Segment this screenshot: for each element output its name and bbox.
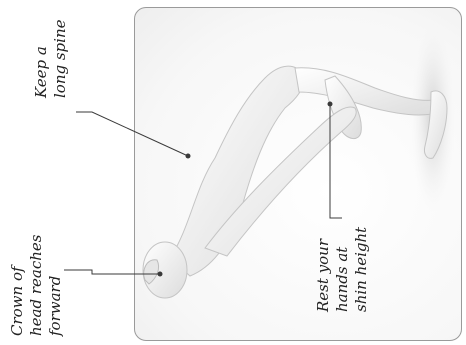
- head-leader: [64, 270, 160, 274]
- hands-leader: [330, 104, 342, 218]
- spine-dot: [186, 154, 191, 159]
- label-hands: Rest your hands at shin height: [314, 227, 371, 312]
- label-head-line-1: Crown of: [8, 235, 27, 336]
- head-dot: [158, 272, 163, 277]
- label-spine-line-2: long spine: [51, 20, 70, 99]
- hands-dot: [328, 102, 333, 107]
- spine-leader: [76, 112, 188, 156]
- label-head-line-3: forward: [46, 235, 65, 336]
- label-spine: Keep a long spine: [32, 20, 70, 99]
- label-head: Crown of head reaches forward: [8, 235, 65, 336]
- label-hands-line-3: shin height: [352, 227, 371, 312]
- label-hands-line-2: hands at: [333, 227, 352, 312]
- label-head-line-2: head reaches: [27, 235, 46, 336]
- label-hands-line-1: Rest your: [314, 227, 333, 312]
- label-spine-line-1: Keep a: [32, 20, 51, 99]
